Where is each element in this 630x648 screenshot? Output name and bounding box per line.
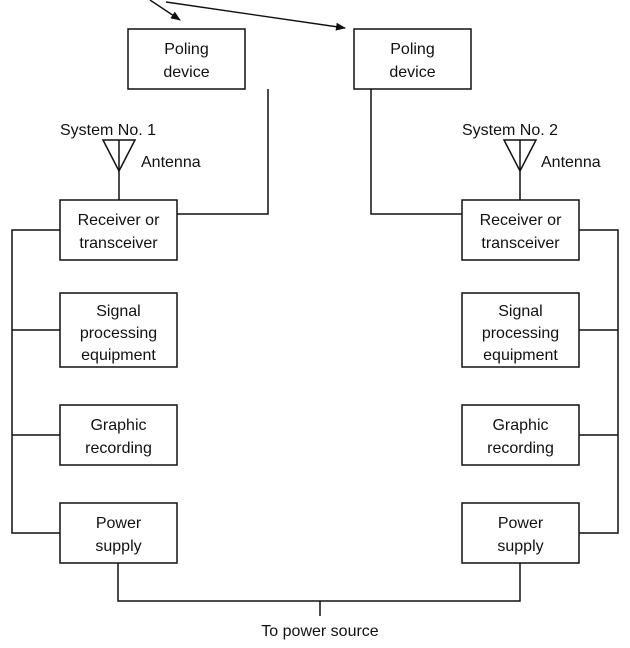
poling-device-box-1 (127, 28, 246, 90)
power-supply-label-1-line-2: supply (95, 538, 141, 555)
incoming-arrows (149, 0, 346, 31)
receiver-box-2 (461, 199, 580, 261)
power-bus-wire (117, 563, 521, 602)
signal-processing-label-1-line-3: equipment (81, 347, 156, 364)
arrow-to-poling-device-2 (165, 1, 346, 31)
antenna-label-2: Antenna (541, 154, 601, 171)
receiver-box-1 (59, 199, 178, 261)
power-source-label: To power source (261, 623, 378, 640)
signal-processing-label-2-line-1: Signal (498, 303, 542, 320)
system-2: Poling device System No. 2 Antenna Recei… (353, 28, 619, 564)
system-label-2: System No. 2 (462, 122, 558, 139)
poling-device-box-2 (353, 28, 472, 90)
graphic-recording-box-2 (461, 404, 580, 466)
poling-to-receiver-wire-1 (177, 89, 269, 215)
graphic-recording-label-1-line-1: Graphic (90, 417, 146, 434)
poling-device-label-1-line-2: device (163, 64, 209, 81)
arrow-to-poling-device-1 (149, 0, 181, 21)
graphic-recording-label-2-line-1: Graphic (492, 417, 548, 434)
power-supply-label-2-line-2: supply (497, 538, 543, 555)
left-bus-wire-1 (11, 229, 60, 534)
signal-processing-label-2-line-2: processing (482, 325, 559, 342)
poling-to-receiver-wire-2 (370, 89, 462, 215)
poling-device-label-2-line-1: Poling (390, 41, 434, 58)
right-bus-wire-2 (579, 229, 619, 534)
system-label-1: System No. 1 (60, 122, 156, 139)
receiver-label-1-line-1: Receiver or (78, 212, 160, 229)
system-1: Poling device System No. 1 Antenna Recei… (11, 28, 269, 564)
graphic-recording-label-2-line-2: recording (487, 440, 554, 457)
power-supply-label-1-line-1: Power (96, 515, 142, 532)
poling-device-label-1-line-1: Poling (164, 41, 208, 58)
signal-processing-label-1-line-1: Signal (96, 303, 140, 320)
power-source-connection: To power source (117, 563, 521, 640)
receiver-label-2-line-2: transceiver (481, 235, 560, 252)
antenna-label-1: Antenna (141, 154, 201, 171)
receiver-label-1-line-2: transceiver (79, 235, 158, 252)
signal-processing-label-1-line-2: processing (80, 325, 157, 342)
graphic-recording-label-1-line-2: recording (85, 440, 152, 457)
poling-device-label-2-line-2: device (389, 64, 435, 81)
antenna-icon-1 (101, 139, 137, 200)
power-supply-box-1 (59, 502, 178, 564)
power-supply-label-2-line-1: Power (498, 515, 544, 532)
antenna-icon-2 (502, 139, 538, 200)
receiver-label-2-line-1: Receiver or (480, 212, 562, 229)
signal-processing-label-2-line-3: equipment (483, 347, 558, 364)
